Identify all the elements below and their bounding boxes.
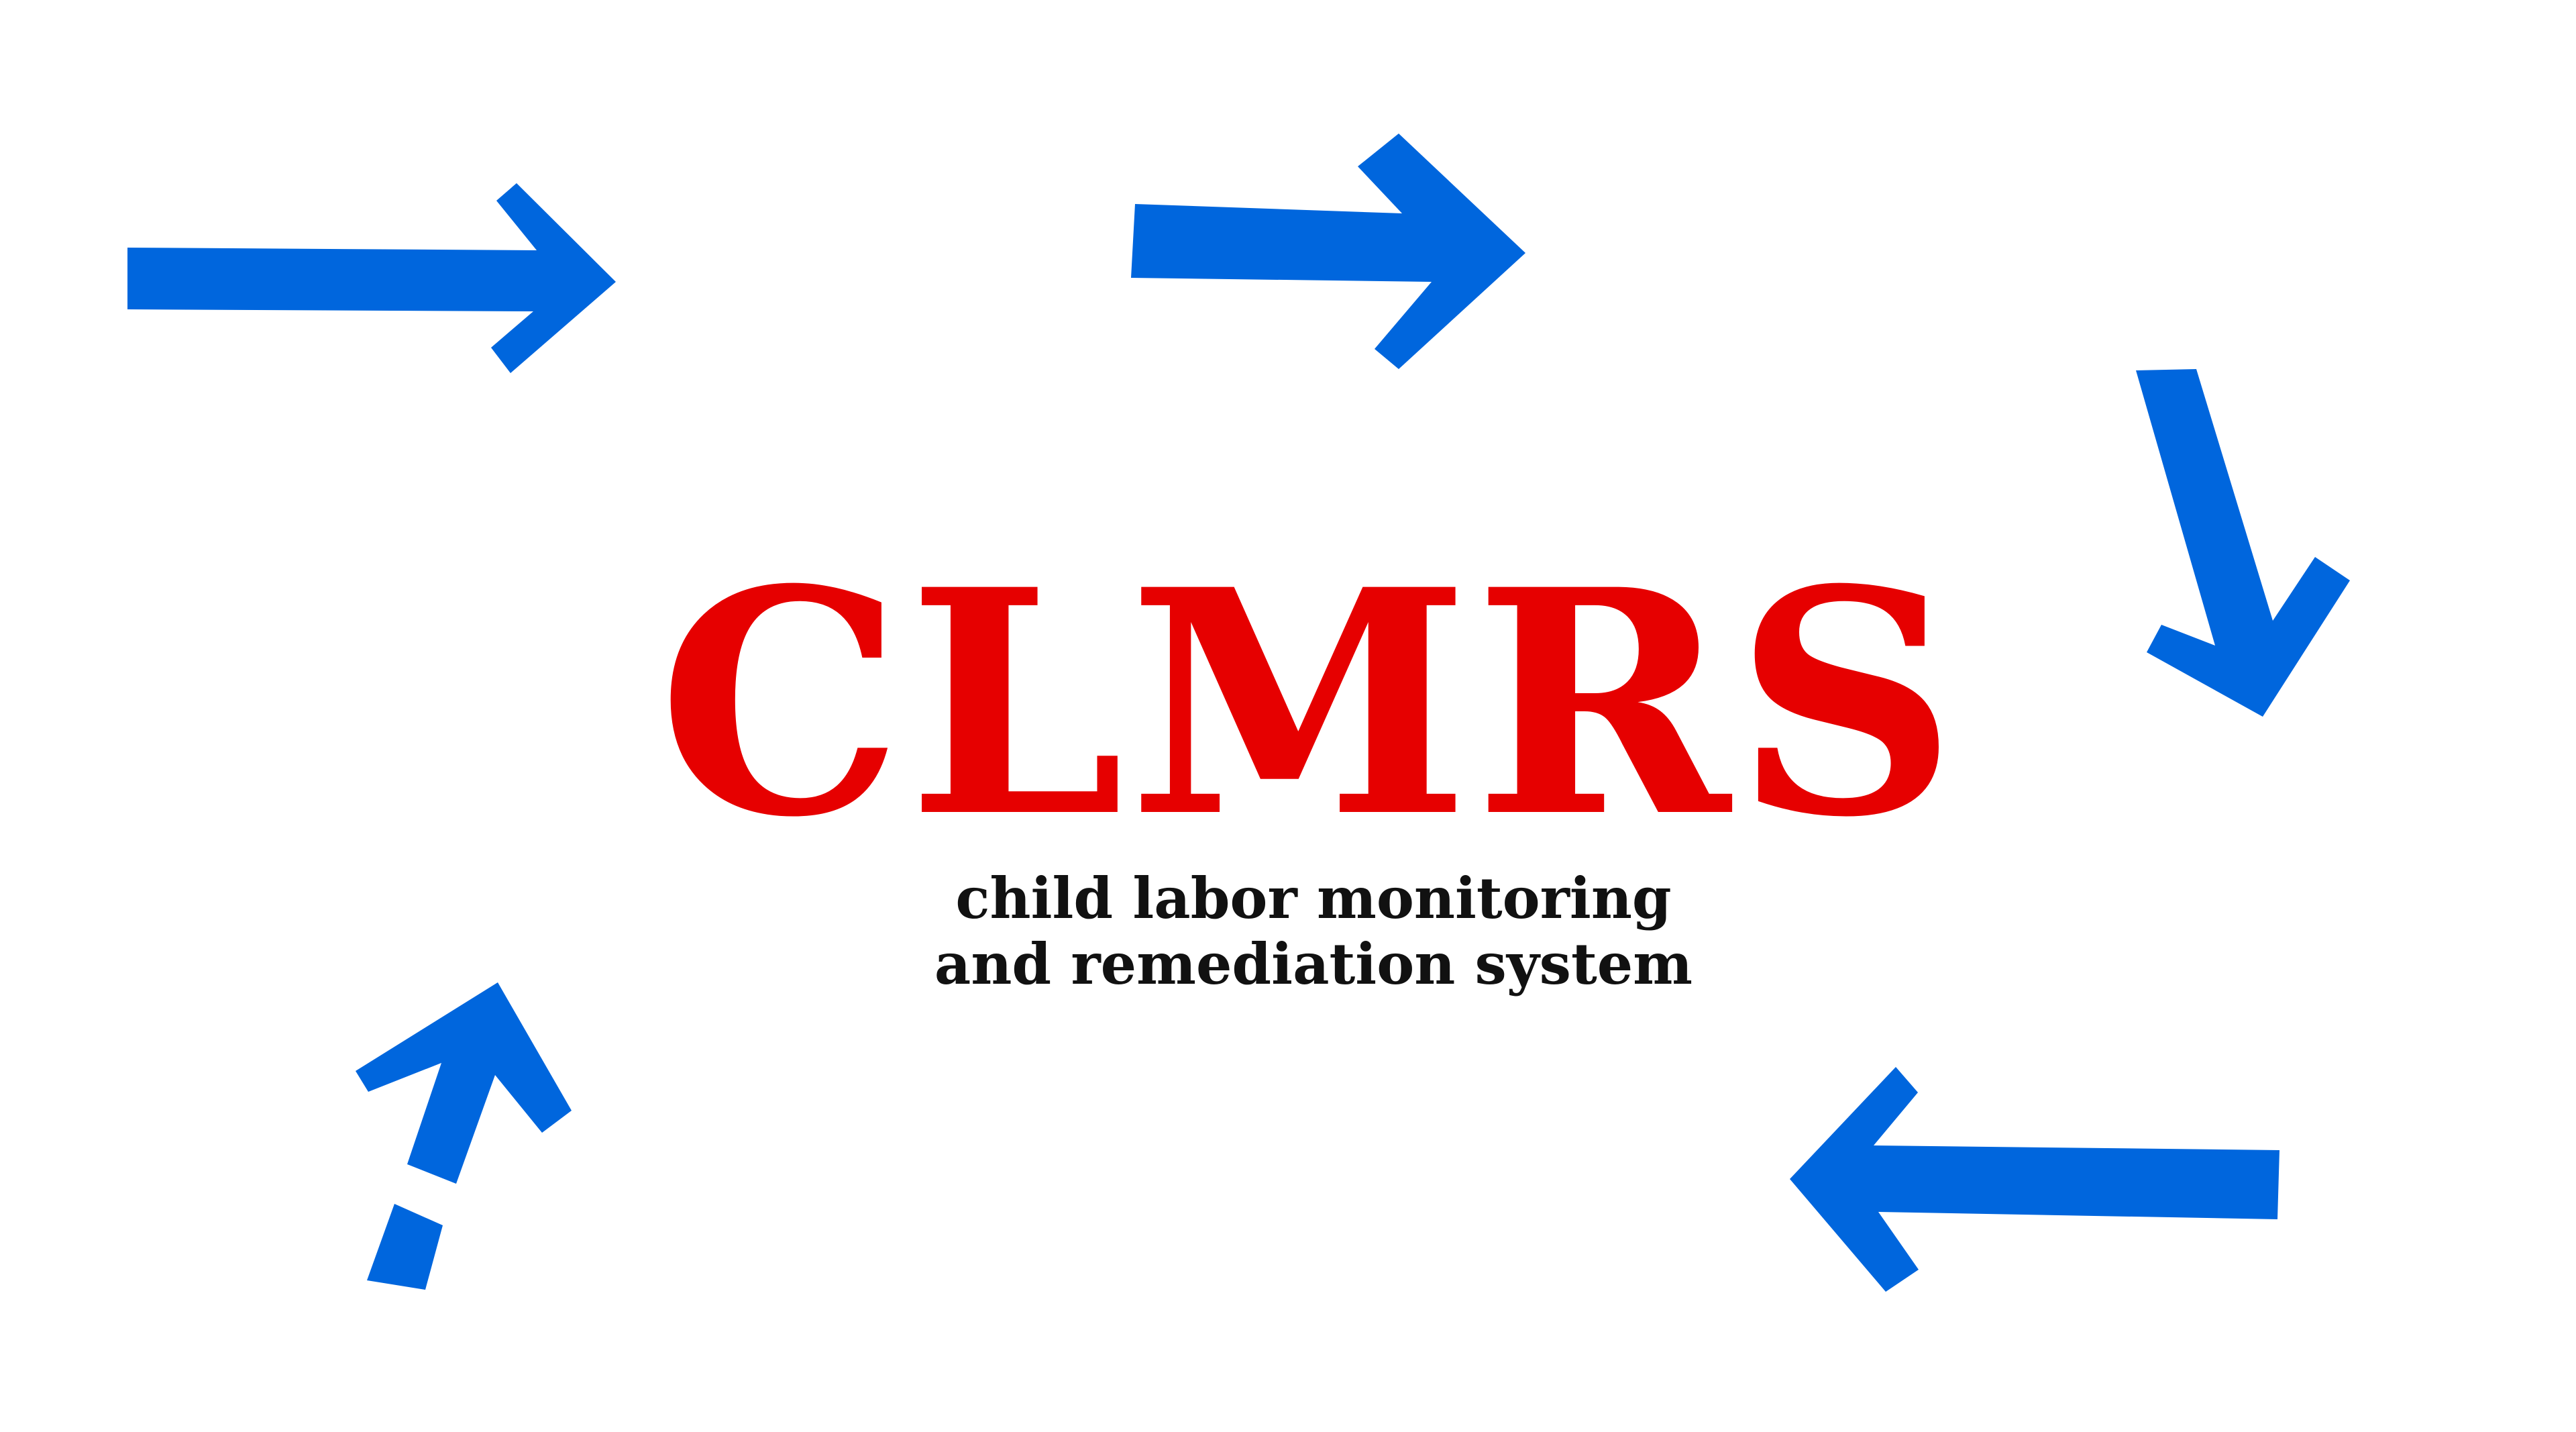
arrow-top-left-right [127, 183, 616, 373]
title: CLMRS [657, 523, 1961, 885]
arrow-right-down [2136, 369, 2350, 717]
subtitle-line-1: child labor monitoring [955, 865, 1671, 931]
arrow-bottom-right-left [1790, 1067, 2279, 1292]
arrow-bottom-left-tail [367, 1204, 443, 1290]
subtitle-line-2: and remediation system [934, 931, 1693, 997]
arrow-bottom-left-up [356, 982, 572, 1184]
arrow-top-center-right [1131, 134, 1525, 369]
